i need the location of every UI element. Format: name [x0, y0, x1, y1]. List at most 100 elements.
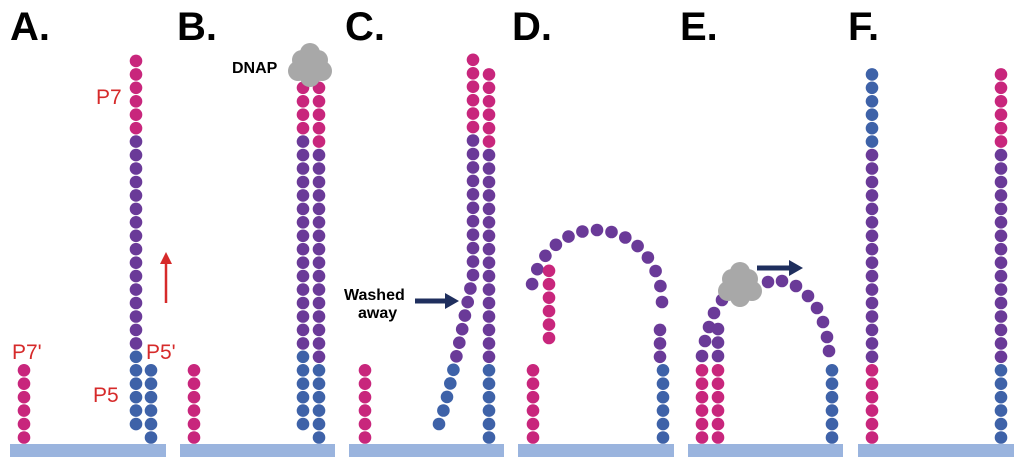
primer-p7-prime-bead	[17, 417, 31, 431]
label-p5: P5	[93, 384, 119, 407]
washed-strand-bead	[466, 255, 480, 268]
copy-strand-bead	[711, 349, 725, 363]
surface-e	[688, 444, 843, 457]
primer-p5-prime-bead	[144, 377, 158, 391]
new-strand-bead	[312, 162, 326, 175]
red-up-arrow	[160, 252, 172, 303]
template-strand-bead	[296, 135, 310, 148]
template-strand-bead	[296, 404, 310, 417]
label-washed: Washed	[344, 287, 405, 304]
template-strand-bead	[296, 310, 310, 323]
new-strand-bead	[482, 148, 496, 162]
washed-away-arrow	[415, 293, 459, 309]
washed-strand-bead	[466, 228, 480, 241]
bridge-strand-bead	[590, 223, 604, 237]
primer-bead	[526, 417, 540, 431]
new-strand-bead	[482, 431, 496, 444]
template-strand-bead	[129, 404, 143, 417]
reverse-strand-bead	[994, 283, 1008, 296]
primer-p7-prime-bead	[17, 390, 31, 404]
primer-p7-prime-bead	[17, 377, 31, 391]
new-strand-bead	[482, 390, 496, 404]
template-strand-bead	[296, 242, 310, 256]
template-strand-bead	[296, 162, 310, 175]
reverse-strand-bead	[994, 148, 1008, 162]
forward-strand-bead	[865, 310, 879, 323]
template-strand-bead	[129, 323, 143, 337]
primer-bead	[695, 364, 709, 377]
bridge-strand-bead	[656, 390, 670, 404]
new-strand-bead	[312, 377, 326, 391]
new-strand-bead	[482, 310, 496, 323]
new-strand-bead	[312, 323, 326, 337]
new-strand-bead	[482, 404, 496, 417]
template-strand-bead	[296, 364, 310, 377]
new-strand-bead	[482, 242, 496, 256]
template-strand-bead	[296, 202, 310, 216]
reverse-strand-bead	[994, 269, 1008, 283]
washed-strand-bead	[466, 93, 480, 107]
washed-strand-bead	[447, 363, 460, 377]
new-strand-bead	[482, 81, 496, 95]
washed-strand-bead	[466, 188, 480, 201]
new-strand-bead	[482, 283, 496, 296]
new-strand-bead	[482, 175, 496, 189]
new-strand-bead	[482, 296, 496, 310]
new-strand-bead	[482, 229, 496, 243]
bridge-strand-bead	[542, 318, 556, 331]
bridge-strand-bead	[656, 364, 670, 377]
template-strand-bead	[129, 108, 143, 121]
primer-bead	[358, 404, 372, 417]
bridge-strand-bead	[656, 377, 670, 391]
forward-strand-bead	[865, 148, 879, 162]
bridge-strand-bead	[655, 295, 669, 309]
template-strand-bead	[296, 108, 310, 121]
new-strand-bead	[482, 269, 496, 283]
template-strand-bead	[129, 296, 143, 310]
forward-strand-bead	[865, 404, 879, 417]
bridge-strand-bead	[539, 249, 552, 263]
copy-strand-bead	[711, 377, 725, 391]
washed-strand-bead	[437, 404, 450, 417]
panel-label-c: C.	[345, 5, 385, 49]
reverse-strand-bead	[994, 310, 1008, 323]
copy-strand-bead	[711, 431, 725, 444]
forward-strand-bead	[865, 216, 879, 229]
surface-b	[180, 444, 335, 457]
bridge-strand-bead	[707, 306, 721, 320]
bridge-strand-bead	[816, 315, 830, 329]
template-strand-bead	[129, 81, 143, 95]
bridge-strand-bead	[653, 337, 667, 350]
new-strand-bead	[312, 404, 326, 417]
reverse-strand-bead	[994, 95, 1008, 108]
primer-p7-prime-bead	[17, 431, 31, 444]
surface-d	[518, 444, 674, 457]
washed-strand-bead	[466, 161, 480, 174]
bridge-strand-bead	[825, 404, 839, 417]
bridge-strand-bead	[562, 230, 575, 243]
template-strand-bead	[296, 175, 310, 189]
reverse-strand-bead	[994, 189, 1008, 202]
panel-label-a: A.	[10, 5, 50, 49]
new-strand-bead	[312, 148, 326, 162]
new-strand-bead	[312, 310, 326, 323]
washed-strand-bead	[466, 80, 480, 93]
label-dnap: DNAP	[232, 60, 278, 77]
washed-strand-bead	[466, 214, 480, 228]
bridge-strand-bead	[605, 225, 618, 239]
forward-strand-bead	[865, 283, 879, 296]
washed-strand-bead	[450, 350, 463, 363]
bridge-strand-bead	[619, 231, 632, 244]
surface-c	[349, 444, 504, 457]
template-strand-bead	[129, 269, 143, 283]
primer-bead	[358, 377, 372, 391]
washed-strand-bead	[444, 377, 457, 390]
reverse-strand-bead	[994, 364, 1008, 377]
new-strand-bead	[482, 256, 496, 270]
template-strand-bead	[129, 417, 143, 431]
template-strand-bead	[296, 121, 310, 135]
forward-strand-bead	[865, 81, 879, 95]
reverse-strand-bead	[994, 216, 1008, 229]
template-strand-bead	[129, 54, 143, 68]
